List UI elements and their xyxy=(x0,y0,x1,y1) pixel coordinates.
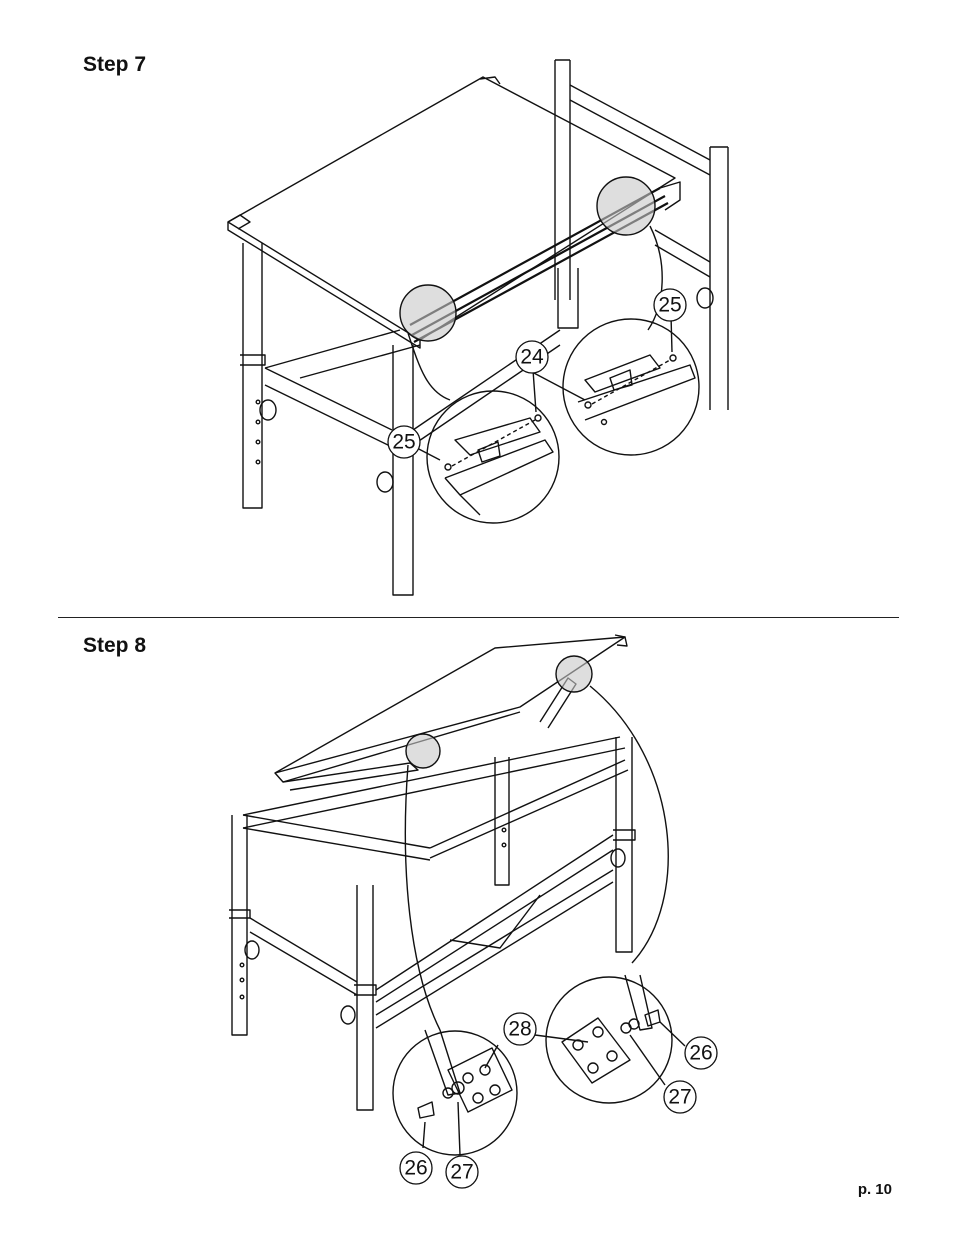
callout-24: 24 xyxy=(516,341,548,373)
callout-26-right: 26 xyxy=(685,1037,717,1069)
svg-text:25: 25 xyxy=(392,431,415,454)
svg-text:27: 27 xyxy=(668,1086,691,1109)
callout-25-right: 25 xyxy=(654,289,686,321)
svg-text:28: 28 xyxy=(508,1018,531,1041)
callout-28: 28 xyxy=(504,1013,536,1045)
step-8-table-illustration xyxy=(229,635,685,1155)
callout-25-left: 25 xyxy=(388,426,420,458)
step-7-table-illustration xyxy=(228,60,728,595)
svg-text:27: 27 xyxy=(450,1161,473,1184)
svg-text:24: 24 xyxy=(520,346,544,369)
svg-text:25: 25 xyxy=(658,294,681,317)
svg-text:26: 26 xyxy=(689,1042,712,1065)
callout-26-left: 26 xyxy=(400,1152,432,1184)
callout-27-right: 27 xyxy=(664,1081,696,1113)
callout-27-left: 27 xyxy=(446,1156,478,1188)
svg-text:26: 26 xyxy=(404,1157,427,1180)
